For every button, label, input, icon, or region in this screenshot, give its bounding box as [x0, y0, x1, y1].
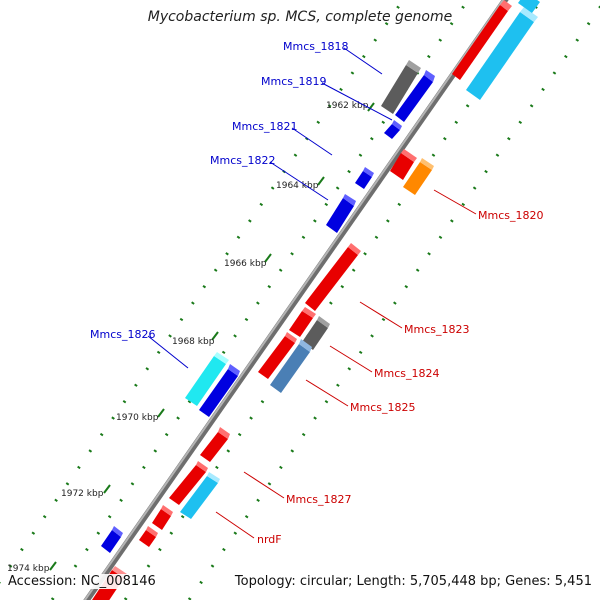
gene-label-mmcs-1821[interactable]: Mmcs_1821	[232, 120, 297, 133]
scale-tick-label: 1968 kbp	[172, 337, 215, 347]
gene-feature-red[interactable]	[200, 427, 230, 462]
scale-ticks	[49, 102, 375, 571]
gene-feature-red[interactable]	[152, 505, 173, 530]
connector-mmcs-1818	[343, 47, 383, 75]
connector-mmcs-1826	[147, 335, 189, 369]
gene-feature-red[interactable]	[390, 149, 417, 180]
connector-mmcs-1822	[269, 161, 329, 201]
gene-label-nrdf[interactable]: nrdF	[257, 533, 282, 546]
connector-mmcs-1821	[291, 127, 333, 156]
connector-mmcs-1819	[321, 82, 393, 121]
gene-label-mmcs-1826[interactable]: Mmcs_1826	[90, 328, 155, 341]
gene-feature-blue-small[interactable]	[384, 120, 402, 139]
gene-label-mmcs-1824[interactable]: Mmcs_1824	[374, 367, 439, 380]
gene-feature-mmcs-1819[interactable]	[395, 70, 435, 122]
gene-labels: Mmcs_1818 Mmcs_1819 Mmcs_1821 Mmcs_1822 …	[90, 40, 543, 546]
gene-feature-blue-small[interactable]	[101, 526, 123, 553]
gene-feature-red[interactable]	[258, 332, 297, 379]
gene-label-mmcs-1818[interactable]: Mmcs_1818	[283, 40, 348, 53]
scale-tick	[49, 561, 57, 571]
gene-feature-cyan[interactable]	[466, 7, 538, 100]
gene-feature-mmcs-1825[interactable]	[270, 339, 312, 393]
guide-track-top-outer	[0, 0, 405, 584]
guide-track-top-inner	[50, 0, 470, 600]
connector-mmcs-1824	[329, 345, 373, 373]
genome-summary-text: Topology: circular; Length: 5,705,448 bp…	[234, 574, 592, 589]
connector-mmcs-1820	[433, 189, 477, 215]
gene-label-mmcs-1827[interactable]: Mmcs_1827	[286, 493, 351, 506]
scale-tick-label: 1962 kbp	[326, 101, 369, 111]
scale-tick-label: 1972 kbp	[61, 489, 104, 499]
gene-label-mmcs-1819[interactable]: Mmcs_1819	[261, 75, 326, 88]
connector-mmcs-1827	[243, 471, 285, 499]
scale-tick	[157, 408, 165, 418]
label-connectors	[147, 47, 477, 539]
gene-feature-cyan[interactable]	[518, 0, 540, 13]
gene-label-mmcs-1823[interactable]: Mmcs_1823	[404, 323, 469, 336]
scale-tick-label: 1974 kbp	[7, 564, 50, 574]
genome-backbone-highlight	[83, 0, 505, 600]
scale-tick	[317, 176, 325, 186]
genome-backbone	[83, 0, 509, 600]
connector-nrdf	[215, 511, 255, 539]
scale-tick	[264, 253, 272, 263]
gene-features	[92, 0, 540, 600]
genome-title: Mycobacterium sp. MCS, complete genome	[147, 9, 453, 25]
gene-feature-red[interactable]	[289, 307, 316, 337]
gene-feature-mmcs-1826[interactable]	[185, 352, 229, 406]
connector-mmcs-1825	[305, 379, 349, 407]
gene-label-mmcs-1822[interactable]: Mmcs_1822	[210, 154, 275, 167]
gene-feature-mmcs-1818[interactable]	[381, 60, 421, 114]
scale-tick-label: 1966 kbp	[224, 259, 267, 269]
scale-tick-label: 1970 kbp	[116, 413, 159, 423]
gene-feature-red[interactable]	[452, 0, 512, 80]
scale-tick	[103, 484, 111, 494]
gene-feature-mmcs-1822[interactable]	[326, 194, 356, 233]
gene-label-mmcs-1825[interactable]: Mmcs_1825	[350, 401, 415, 414]
gene-feature-red[interactable]	[139, 526, 158, 547]
accession-text: Accession: NC_008146	[8, 574, 156, 589]
gene-feature-mmcs-1823[interactable]	[305, 243, 361, 311]
connector-mmcs-1823	[359, 301, 403, 329]
scale-tick-labels: 1962 kbp 1964 kbp 1966 kbp 1968 kbp 1970…	[7, 101, 369, 574]
gene-feature-mmcs-1821[interactable]	[355, 167, 374, 189]
gene-feature-mmcs-1824[interactable]	[302, 316, 330, 350]
scale-tick	[367, 102, 375, 112]
gene-feature-blue[interactable]	[199, 364, 240, 417]
gene-feature-mmcs-1820[interactable]	[403, 158, 434, 195]
scale-tick	[211, 331, 219, 341]
scale-tick-label: 1964 kbp	[276, 181, 319, 191]
gene-feature-mmcs-1827[interactable]	[169, 461, 208, 505]
gene-feature-nrdf[interactable]	[180, 472, 220, 519]
gene-label-mmcs-1820[interactable]: Mmcs_1820	[478, 209, 543, 222]
